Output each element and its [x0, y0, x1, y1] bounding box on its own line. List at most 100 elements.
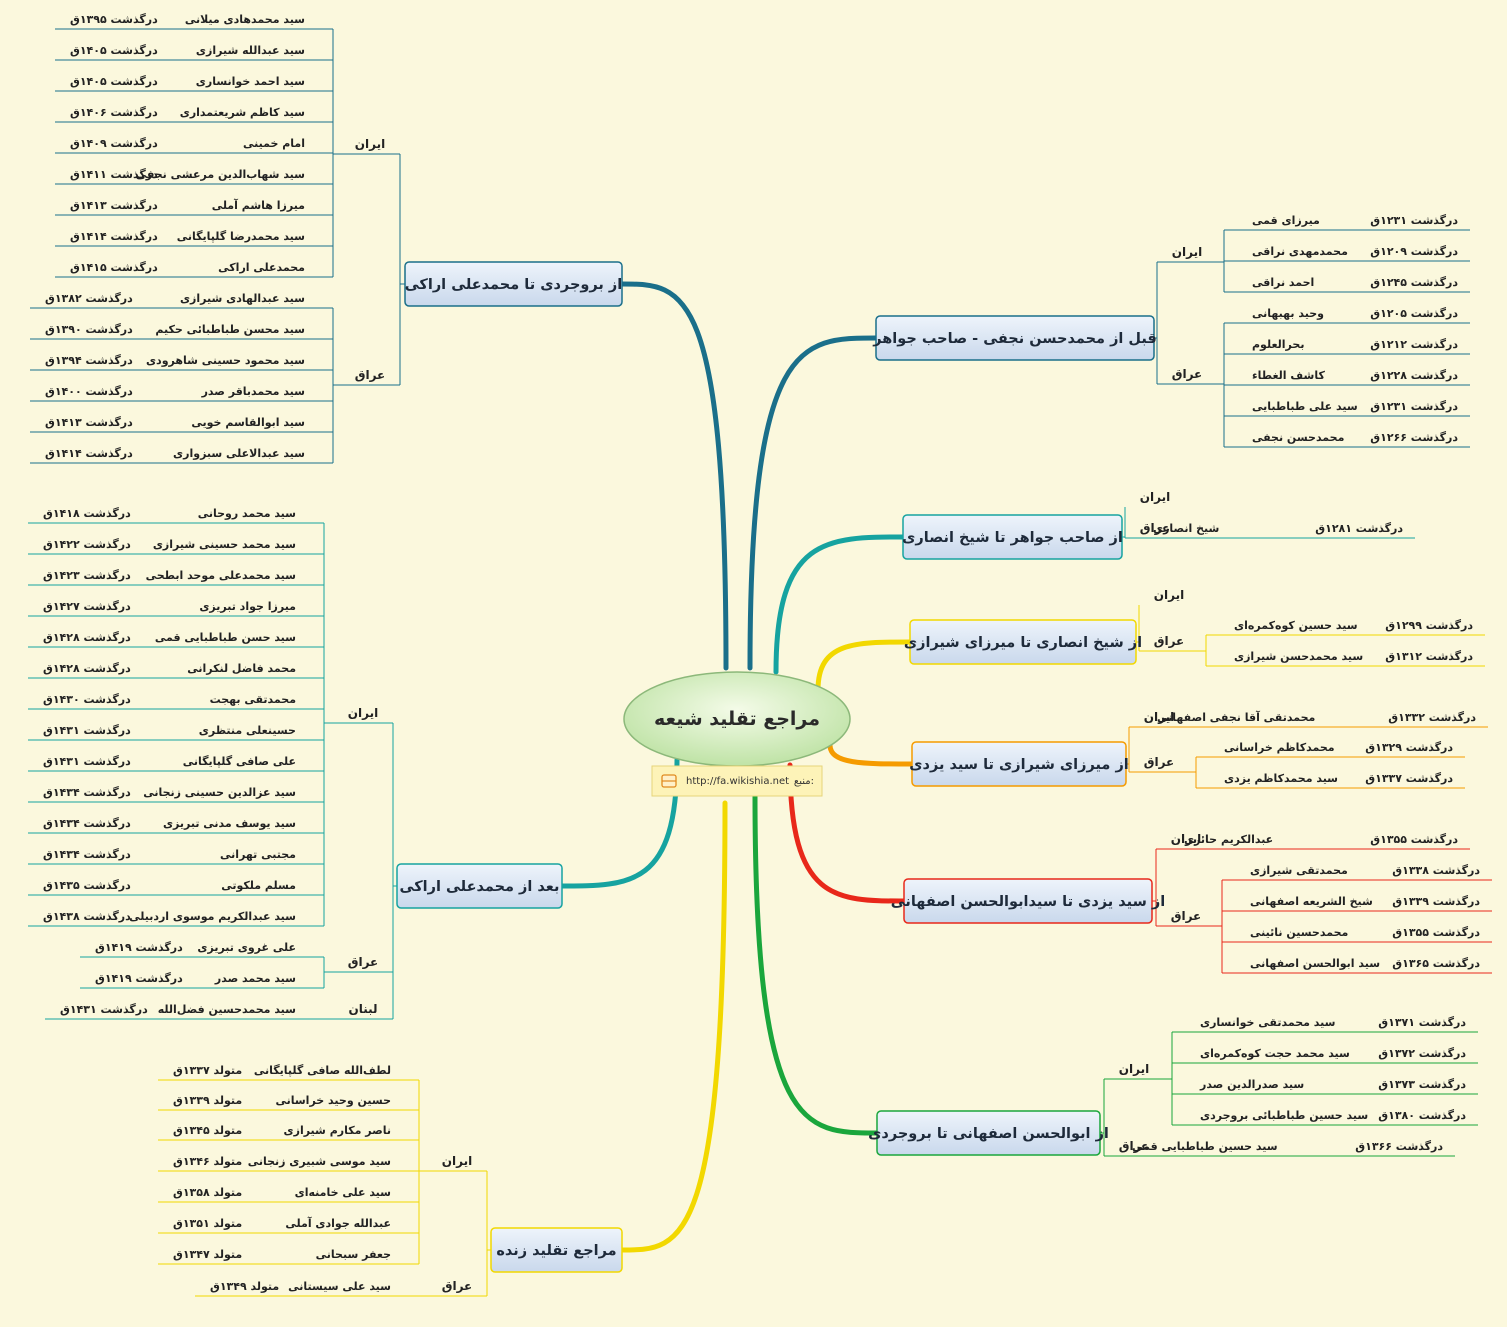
leader-date: درگذشت ۱۳۸۲ق — [45, 292, 133, 305]
leader-date: درگذشت ۱۴۳۱ق — [60, 1003, 148, 1016]
central-topic[interactable]: مراجع تقلید شیعه — [623, 671, 851, 767]
leader-name: سید محمد روحانی — [198, 507, 296, 520]
source-note[interactable]: منبع: http://fa.wikishia.net — [651, 765, 823, 797]
branch-connector — [752, 792, 880, 1136]
branch-b9[interactable]: از ابوالحسن اصفهانی تا بروجردی — [868, 1110, 1109, 1156]
country-label: عراق — [442, 1279, 473, 1293]
branch-b5[interactable]: از صاحب جواهر تا شیخ انصاری — [902, 514, 1123, 560]
branch-b4[interactable]: قبل از محمدحسن نجفی - صاحب جواهر — [872, 315, 1157, 361]
branch-b7[interactable]: از میرزای شیرازی تا سید یزدی — [909, 741, 1129, 787]
branch-b2[interactable]: بعد از محمدعلی اراکی — [396, 863, 563, 909]
branch-b6[interactable]: از شیخ انصاری تا میرزای شیرازی — [904, 619, 1142, 665]
branch-connector — [559, 757, 680, 889]
branch-b3[interactable]: مراجع تقلید زنده — [490, 1227, 623, 1273]
leader-name: وحید بهبهانی — [1252, 307, 1324, 320]
leader-date: درگذشت ۱۲۶۶ق — [1370, 431, 1458, 444]
country-label: عراق — [1144, 755, 1175, 769]
branch-b8[interactable]: از سید یزدی تا سیدابوالحسن اصفهانی — [891, 878, 1165, 924]
leader-date: درگذشت ۱۴۳۱ق — [43, 724, 131, 737]
source-url[interactable]: http://fa.wikishia.net — [686, 776, 789, 787]
branch-b1[interactable]: از بروجردی تا محمدعلی اراکی — [404, 261, 623, 307]
country-label: ایران — [442, 1154, 472, 1168]
leader-date: درگذشت ۱۲۹۹ق — [1385, 619, 1473, 632]
leader-date: درگذشت ۱۴۳۱ق — [43, 755, 131, 768]
leader-date: درگذشت ۱۳۳۹ق — [1392, 895, 1480, 908]
leader-name: سید کاظم شریعتمداری — [180, 106, 305, 119]
leader-date: درگذشت ۱۲۴۵ق — [1370, 276, 1458, 289]
leader-name: سید شهاب‌الدین مرعشی نجفی — [136, 168, 305, 181]
branch-box — [875, 315, 1155, 361]
leader-date: درگذشت ۱۳۵۵ق — [1392, 926, 1480, 939]
leader-date: درگذشت ۱۴۰۰ق — [45, 385, 133, 398]
leader-date: درگذشت ۱۴۲۲ق — [43, 538, 131, 551]
leader-date: درگذشت ۱۲۱۲ق — [1370, 338, 1458, 351]
